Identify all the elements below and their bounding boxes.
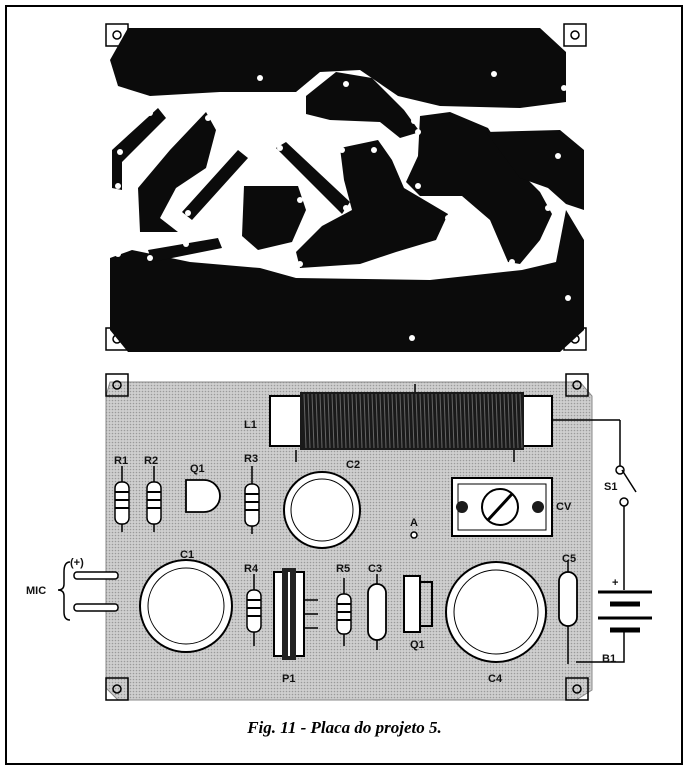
transistor-Q1-bottom bbox=[403, 575, 433, 633]
label-B1: B1 bbox=[602, 653, 616, 665]
pcb-copper-layout bbox=[105, 23, 587, 352]
resistor-R3 bbox=[244, 466, 260, 534]
label-MIC: MIC bbox=[26, 585, 46, 597]
label-C5: C5 bbox=[562, 553, 576, 565]
label-Q1-bottom: Q1 bbox=[410, 639, 425, 651]
resistor-R4 bbox=[246, 574, 262, 646]
label-R3: R3 bbox=[244, 453, 258, 465]
label-L1: L1 bbox=[244, 419, 257, 431]
label-C3: C3 bbox=[368, 563, 382, 575]
capacitor-C2 bbox=[283, 471, 361, 549]
microphone-leads bbox=[57, 561, 119, 621]
label-P1: P1 bbox=[282, 673, 295, 685]
battery-B1 bbox=[576, 590, 652, 663]
label-CV: CV bbox=[556, 501, 572, 513]
component-labels: L1 R1 R2 Q1 R3 C2 CV S1 A C1 R4 R5 C3 C5… bbox=[26, 419, 618, 685]
trimmer-capacitor-CV bbox=[451, 477, 553, 537]
capacitor-C4 bbox=[445, 561, 547, 663]
resistor-R2 bbox=[146, 466, 162, 532]
label-R1: R1 bbox=[114, 455, 128, 467]
label-battery-plus: + bbox=[612, 577, 618, 589]
mounting-holes-bottom bbox=[105, 373, 589, 701]
label-R4: R4 bbox=[244, 563, 259, 575]
label-S1: S1 bbox=[604, 481, 617, 493]
capacitor-C1 bbox=[139, 559, 233, 653]
resistor-R5 bbox=[336, 578, 352, 646]
pcb-component-layout bbox=[57, 373, 652, 701]
label-R5: R5 bbox=[336, 563, 350, 575]
figure-caption: Fig. 11 - Placa do projeto 5. bbox=[247, 718, 442, 737]
label-C2: C2 bbox=[346, 459, 360, 471]
figure-frame bbox=[5, 5, 683, 765]
label-A: A bbox=[410, 517, 418, 529]
resistor-R1 bbox=[114, 466, 130, 532]
test-point-A bbox=[410, 531, 418, 539]
transistor-Q1-top bbox=[185, 479, 221, 513]
label-mic-plus: (+) bbox=[70, 557, 84, 569]
drill-holes bbox=[115, 71, 571, 341]
copper-traces bbox=[110, 28, 584, 352]
label-C4: C4 bbox=[488, 673, 503, 685]
label-R2: R2 bbox=[144, 455, 158, 467]
switch-S1 bbox=[615, 420, 637, 590]
label-C1: C1 bbox=[180, 549, 194, 561]
capacitor-C3 bbox=[367, 574, 387, 650]
coil-L1 bbox=[269, 384, 620, 462]
label-Q1-top: Q1 bbox=[190, 463, 205, 475]
capacitor-C5 bbox=[558, 560, 578, 664]
potentiometer-P1 bbox=[273, 568, 318, 660]
